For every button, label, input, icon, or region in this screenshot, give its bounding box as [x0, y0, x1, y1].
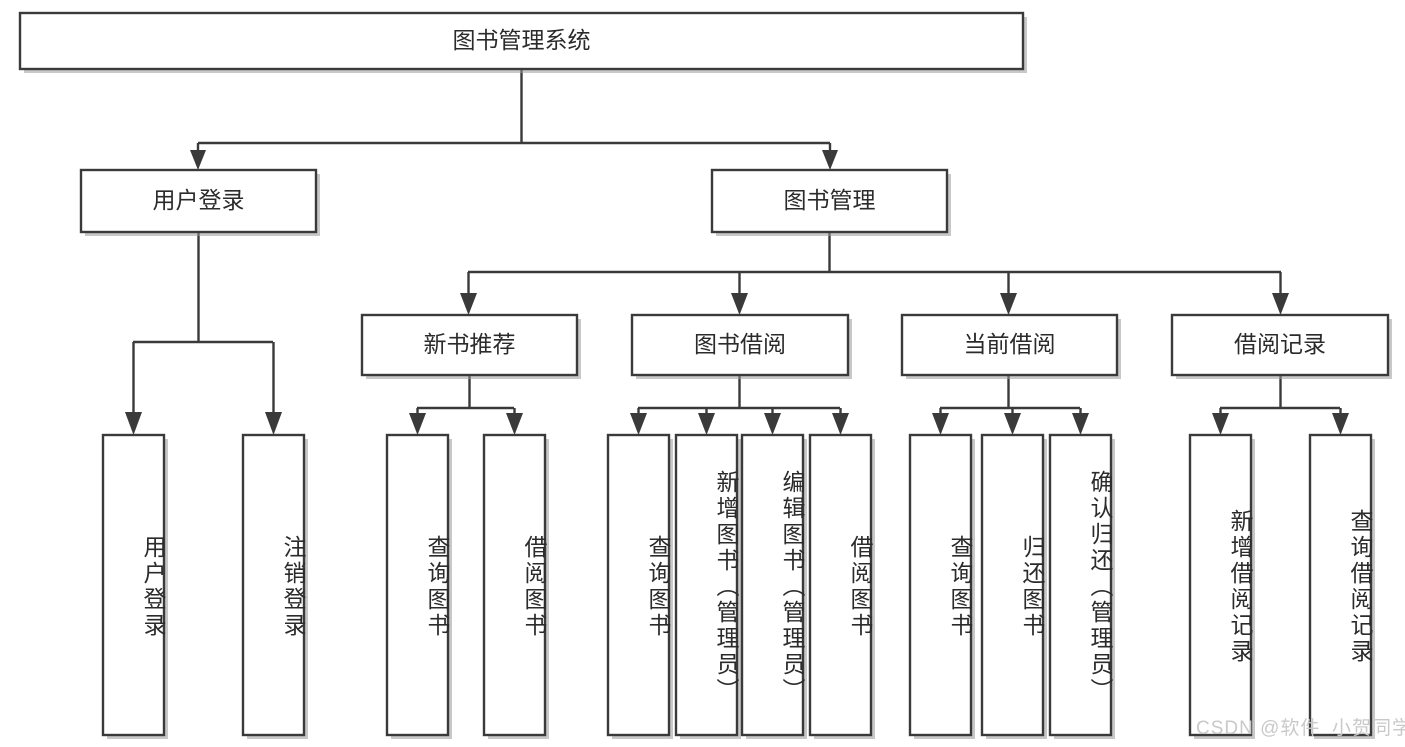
- connector-group-new-book: [409, 375, 523, 435]
- connector-group-user-login: [125, 232, 282, 435]
- leaf-node-rect[interactable]: [1188, 433, 1253, 737]
- leaf-node-rect[interactable]: [808, 433, 873, 737]
- node-user-login-label: 用户登录: [153, 187, 245, 213]
- node-root-rect: [18, 11, 1025, 71]
- leaf-node-rect[interactable]: [101, 433, 166, 737]
- leaf-node-rect[interactable]: [385, 433, 450, 737]
- arrow-borrow-leaf-2-icon: [698, 413, 715, 435]
- node-new-book-recommend-label: 新书推荐: [424, 331, 516, 357]
- node-current-borrow-label: 当前借阅: [964, 331, 1056, 357]
- node-book-borrow[interactable]: 图书借阅: [630, 313, 852, 379]
- arrow-book-to-newbook-icon: [460, 293, 477, 315]
- arrow-book-to-borrow-icon: [731, 293, 748, 315]
- leaf-node-rect[interactable]: [980, 433, 1045, 737]
- arrow-user-leaf-2-icon: [265, 412, 282, 435]
- node-user-login-rect: [79, 168, 318, 234]
- node-book-borrow-label: 图书借阅: [694, 331, 786, 357]
- node-book-management-rect: [710, 168, 949, 234]
- leaf-node-rect[interactable]: [674, 433, 739, 737]
- arrow-book-to-current-icon: [1000, 293, 1017, 315]
- leaf-node-rect[interactable]: [606, 433, 671, 737]
- node-new-book-recommend[interactable]: 新书推荐: [360, 313, 581, 379]
- connector-group-borrow-record: [1212, 375, 1349, 435]
- leaf-rect-group: [101, 433, 1375, 739]
- arrow-book-to-record-icon: [1272, 293, 1289, 315]
- leaf-node-rect[interactable]: [482, 433, 547, 737]
- arrow-record-leaf-1-icon: [1212, 413, 1229, 435]
- arrow-current-leaf-1-icon: [932, 413, 949, 435]
- connector-group-book-borrow: [630, 375, 849, 435]
- arrow-borrow-leaf-1-icon: [630, 413, 647, 435]
- node-borrow-record[interactable]: 借阅记录: [1170, 313, 1392, 379]
- arrow-borrow-leaf-3-icon: [764, 413, 781, 435]
- arrow-newbook-leaf-2-icon: [506, 413, 523, 435]
- node-root-system[interactable]: 图书管理系统: [18, 11, 1027, 73]
- leaf-node-rect[interactable]: [1048, 433, 1113, 737]
- arrow-user-leaf-1-icon: [125, 412, 142, 435]
- connector-group-root: [190, 69, 838, 170]
- leaf-node-rect[interactable]: [241, 433, 306, 737]
- csdn-watermark: CSDN @软件_小贺同学: [1196, 718, 1405, 739]
- node-new-book-recommend-rect: [360, 313, 579, 377]
- node-current-borrow-rect: [900, 313, 1119, 377]
- arrow-newbook-leaf-1-icon: [409, 413, 426, 435]
- arrow-record-leaf-2-icon: [1332, 413, 1349, 435]
- arrow-root-to-user-icon: [190, 150, 206, 170]
- node-borrow-record-rect: [1170, 313, 1390, 377]
- arrow-root-to-book-icon: [822, 150, 838, 170]
- node-root-label: 图书管理系统: [453, 27, 591, 53]
- node-borrow-record-label: 借阅记录: [1234, 331, 1326, 357]
- arrow-borrow-leaf-4-icon: [832, 413, 849, 435]
- node-user-login[interactable]: 用户登录: [79, 168, 320, 236]
- leaf-node-rect[interactable]: [1308, 433, 1373, 737]
- node-current-borrow[interactable]: 当前借阅: [900, 313, 1121, 379]
- node-book-management[interactable]: 图书管理: [710, 168, 951, 236]
- connector-group-book-management: [460, 232, 1289, 315]
- connector-group-current-borrow: [932, 375, 1089, 435]
- node-book-borrow-rect: [630, 313, 850, 377]
- arrow-current-leaf-3-icon: [1072, 413, 1089, 435]
- arrow-current-leaf-2-icon: [1004, 413, 1021, 435]
- node-book-management-label: 图书管理: [784, 187, 876, 213]
- leaf-node-rect[interactable]: [740, 433, 805, 737]
- leaf-node-rect[interactable]: [908, 433, 973, 737]
